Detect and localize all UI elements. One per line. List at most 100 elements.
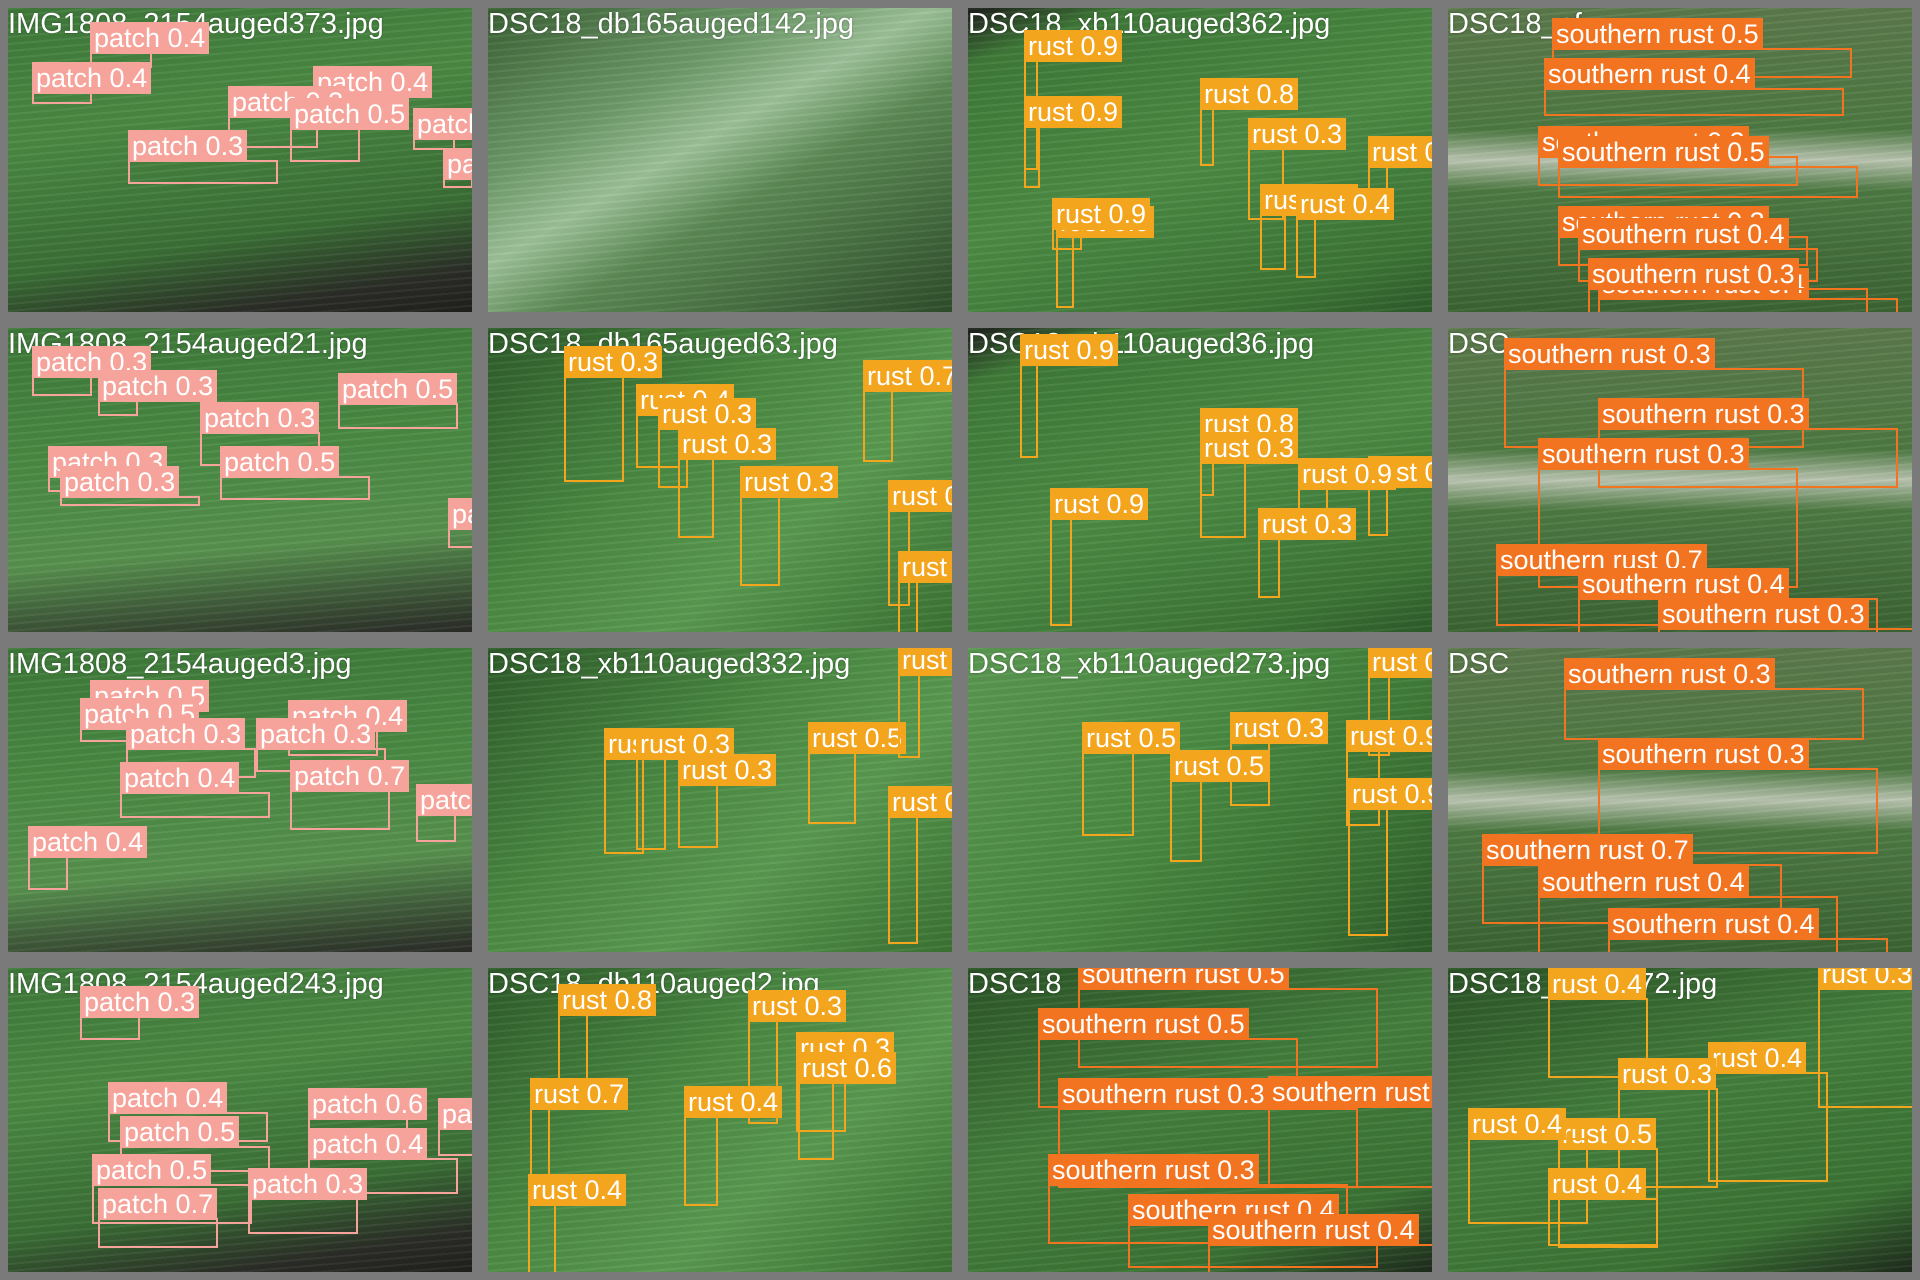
leaf-photo bbox=[8, 968, 472, 1272]
image-tile: DSC18_db165auged142.jpg bbox=[480, 0, 960, 320]
leaf-photo bbox=[488, 8, 952, 312]
detection-label: patch 0.3 bbox=[416, 784, 472, 816]
rust-detection-box: rust 0.8 bbox=[1368, 456, 1432, 536]
rust-detection-box: rust 0.4 bbox=[1548, 968, 1648, 1078]
rust-detection-box: rust 0.5 bbox=[1170, 750, 1269, 862]
rust-detection-box: rust 0.9 bbox=[1050, 488, 1149, 626]
detection-label: southern rust 0.5 bbox=[1558, 136, 1769, 168]
detection-label: rust 0.5 bbox=[1558, 1118, 1657, 1150]
detection-label: rust 0.7 bbox=[530, 1078, 629, 1110]
leaf-photo bbox=[488, 648, 952, 952]
patch-detection-box: patch 0.6 bbox=[308, 1088, 428, 1140]
detection-label: rust 0.7 bbox=[863, 360, 952, 392]
detection-label: rust 0.9 bbox=[1050, 488, 1149, 520]
tile-filename: IMG1808_2154auged3.jpg bbox=[8, 648, 352, 680]
detection-label: southern rust 0.5 bbox=[1268, 1076, 1432, 1108]
leaf-photo bbox=[488, 968, 952, 1272]
southern-detection-box: southern rust 0.5 bbox=[1078, 968, 1378, 1068]
tile-filename: DSC bbox=[1448, 648, 1510, 680]
southern-detection-box: southern rust 0.4 bbox=[1608, 908, 1888, 952]
detection-label: patch 0.6 bbox=[308, 1088, 428, 1120]
rust-detection-box: rust 0.3 bbox=[1200, 432, 1299, 538]
detection-label: patch 0.7 bbox=[98, 1188, 218, 1220]
southern-detection-box: southern rust 0.3 bbox=[1058, 1078, 1358, 1188]
patch-detection-box: patch 0.4 bbox=[90, 22, 210, 68]
rust-detection-box: rust 0.5 bbox=[1082, 722, 1181, 836]
detection-label: southern rust 0.5 bbox=[1038, 1008, 1249, 1040]
tile-filename: DSC18_xb110auged332.jpg bbox=[488, 648, 851, 680]
patch-detection-box: patch 0.4 bbox=[308, 1128, 458, 1194]
rust-detection-box: rust 0.4 bbox=[528, 1174, 627, 1272]
southern-detection-box: southern rust 0.5 bbox=[1558, 136, 1858, 198]
rust-detection-box: rust 0.4 bbox=[1708, 1042, 1828, 1182]
detection-label: southern rust 0.4 bbox=[1578, 568, 1789, 600]
patch-detection-box: patch 0.3 bbox=[60, 466, 200, 506]
detection-label: rust 0.4 bbox=[1708, 1042, 1807, 1074]
rust-detection-box: rust 0.6 bbox=[798, 1052, 897, 1160]
detection-label: rust 0.8 bbox=[558, 984, 657, 1016]
leaf-photo bbox=[1448, 648, 1912, 952]
patch-detection-box: patch 0.3 bbox=[248, 1168, 368, 1234]
southern-detection-box: southern rust 0.4 bbox=[1208, 1214, 1432, 1272]
detection-label: rust 0.3 bbox=[678, 428, 777, 460]
rust-detection-box: rust 0.9 bbox=[1024, 96, 1123, 188]
patch-detection-box: patch 0.3 bbox=[128, 130, 278, 184]
patch-detection-box: patch 0.5 bbox=[338, 373, 458, 429]
patch-detection-box: patch 0.3 bbox=[256, 718, 386, 772]
tile-filename: DSC18_db165auged63.jpg bbox=[488, 328, 838, 360]
tile-filename: DSC bbox=[1448, 328, 1510, 360]
detection-label: patch 0.3 bbox=[98, 370, 218, 402]
detection-label: patch 0.3 bbox=[256, 718, 376, 750]
patch-detection-box: patch 0.5 bbox=[448, 498, 472, 548]
rust-detection-box: rust 0.9 bbox=[1052, 198, 1151, 250]
detection-label: patch 0.5 bbox=[220, 446, 340, 478]
southern-detection-box: southern rust 0.4 bbox=[1544, 58, 1844, 116]
detection-label: rust 0.9 bbox=[1346, 720, 1432, 752]
detection-label: rust 0.3 bbox=[1818, 968, 1912, 990]
detection-label: rust 0.3 bbox=[564, 346, 663, 378]
southern-detection-box: southern rust 0.5 bbox=[1268, 1076, 1432, 1188]
detection-label: southern rust 0.3 bbox=[1048, 1154, 1259, 1186]
detection-label: southern rust 0.3 bbox=[1598, 738, 1809, 770]
patch-detection-box: patch 0.5 bbox=[92, 1154, 252, 1224]
detection-label: southern rust 0.3 bbox=[1598, 398, 1809, 430]
detection-label: patch 0.4 bbox=[90, 22, 210, 54]
detection-label: rust 0.9 bbox=[1368, 648, 1432, 678]
detection-label: rust 0.6 bbox=[898, 551, 952, 583]
detection-label: rust 0.4 bbox=[528, 1174, 627, 1206]
rust-detection-box: rust 0.6 bbox=[898, 551, 952, 632]
detection-label: southern rust 0.3 bbox=[1564, 658, 1775, 690]
detection-label: rust 0.9 bbox=[898, 648, 952, 676]
tile-filename: DSC18_db165auged142.jpg bbox=[488, 8, 855, 40]
patch-detection-box: patch 0.5 bbox=[413, 108, 472, 150]
detection-label: southern rust 0.4 bbox=[1608, 908, 1819, 940]
southern-detection-box: southern rust 0.7 bbox=[1482, 834, 1782, 924]
patch-detection-box: patch 0.5 bbox=[290, 98, 410, 162]
rust-detection-box: rust 0.9 bbox=[1368, 648, 1432, 756]
rust-detection-box: rust 0.4 bbox=[684, 1086, 783, 1206]
rust-detection-box: rust 0.3 bbox=[564, 346, 663, 482]
detection-label: southern rust 0.4 bbox=[1538, 866, 1749, 898]
rust-detection-box: rust 0.7 bbox=[863, 360, 952, 462]
southern-detection-box: southern rust 0.5 bbox=[1038, 1008, 1298, 1108]
detection-label: rust 0.5 bbox=[1170, 750, 1269, 782]
patch-detection-box: patch 0.4 bbox=[108, 1082, 268, 1142]
detection-label: patch 0.4 bbox=[308, 1128, 428, 1160]
rust-detection-box: rust 0.3 bbox=[678, 428, 777, 538]
detection-label: patch 0.7 bbox=[290, 760, 410, 792]
patch-detection-box: patch 0.4 bbox=[438, 1098, 472, 1156]
detection-label: patch 0.3 bbox=[60, 466, 180, 498]
detection-label: patch 0.3 bbox=[200, 402, 320, 434]
rust-detection-box: rust 0.3 bbox=[1260, 184, 1359, 270]
detection-label: rust 0.4 bbox=[684, 1086, 783, 1118]
detection-label: rust 0.9 bbox=[1024, 30, 1123, 62]
rust-detection-box: rust 0.3 bbox=[1818, 968, 1912, 1108]
detection-label: patch 0.5 bbox=[92, 1154, 212, 1186]
detection-label: patch 0.5 bbox=[120, 1116, 240, 1148]
